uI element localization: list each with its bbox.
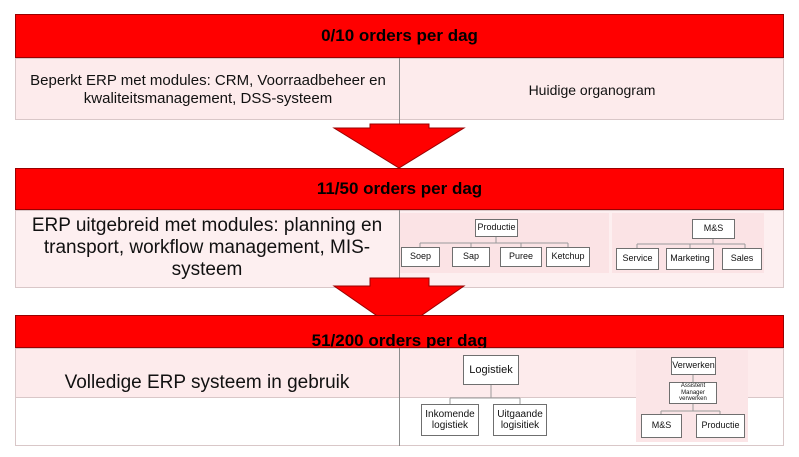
org-node-ms-label: M&S	[703, 223, 724, 234]
org-node-service-label: Service	[622, 253, 653, 264]
org-node-inkomende-logistiek: Inkomende logistiek	[421, 404, 479, 436]
org-node-verwerken-ms-label: M&S	[651, 420, 672, 431]
stage-2-left-text-content: ERP uitgebreid met modules: planning en …	[31, 215, 383, 280]
org-node-verwerken: Verwerken	[671, 357, 716, 375]
org-node-productie: Productie	[475, 219, 518, 237]
org-node-inkomende-logistiek-label: Inkomende logistiek	[425, 409, 475, 431]
stage-1-title: 0/10 orders per dag	[15, 14, 784, 58]
org-node-ketchup-label: Ketchup	[551, 251, 585, 262]
stage-2-title-text: 11/50 orders per dag	[316, 179, 483, 198]
org-node-verwerken-productie-label: Productie	[701, 420, 740, 431]
org-node-logistiek-label: Logistiek	[469, 363, 513, 376]
org-node-logistiek: Logistiek	[463, 355, 519, 385]
org-node-marketing: Marketing	[666, 248, 714, 270]
org-node-verwerken-label: Verwerken	[672, 360, 715, 371]
org-node-verwerken-ms: M&S	[641, 414, 682, 438]
stage-1-right-text-content: Huidige organogram	[528, 81, 656, 98]
stage-3-title-text: 51/200 orders per dag	[311, 330, 488, 350]
stage-3-title: 51/200 orders per dag	[15, 315, 784, 350]
org-node-uitgaande-logisitiek: Uitgaande logisitiek	[493, 404, 547, 436]
org-node-puree: Puree	[500, 247, 542, 267]
stage-1-left-text: Beperkt ERP met modules: CRM, Voorraadbe…	[20, 60, 396, 120]
org-node-sap: Sap	[452, 247, 490, 267]
stage-3-left-text: Volledige ERP systeem in gebruik	[16, 350, 398, 416]
org-node-soep: Soep	[401, 247, 440, 267]
stage-3-divider	[399, 348, 400, 446]
org-node-sales-label: Sales	[730, 253, 754, 264]
org-node-assistent-manager-label: Assistent Manager verwerken	[679, 383, 707, 403]
stage-3-left-text-content: Volledige ERP systeem in gebruik	[64, 371, 350, 393]
org-node-sap-label: Sap	[462, 251, 479, 262]
org-node-uitgaande-logisitiek-label: Uitgaande logisitiek	[497, 409, 543, 431]
org-node-marketing-label: Marketing	[670, 253, 710, 264]
org-node-sales: Sales	[722, 248, 762, 270]
stage-1-right-text: Huidige organogram	[400, 60, 784, 120]
stage-2-divider	[399, 210, 400, 292]
org-node-soep-label: Soep	[409, 251, 432, 262]
org-node-assistent-manager: Assistent Manager verwerken	[669, 382, 717, 404]
org-node-productie-label: Productie	[477, 222, 516, 233]
stage-1-left-text-content: Beperkt ERP met modules: CRM, Voorraadbe…	[30, 72, 386, 107]
org-node-puree-label: Puree	[508, 251, 534, 262]
org-node-ms: M&S	[692, 219, 735, 239]
org-node-verwerken-productie: Productie	[696, 414, 745, 438]
stage-2-title: 11/50 orders per dag	[15, 168, 784, 210]
stage-1-divider	[399, 58, 400, 124]
org-node-ketchup: Ketchup	[546, 247, 590, 267]
stage-2-left-text: ERP uitgebreid met modules: planning en …	[16, 210, 398, 286]
org-node-service: Service	[616, 248, 659, 270]
stage-1-title-text: 0/10 orders per dag	[321, 26, 478, 45]
